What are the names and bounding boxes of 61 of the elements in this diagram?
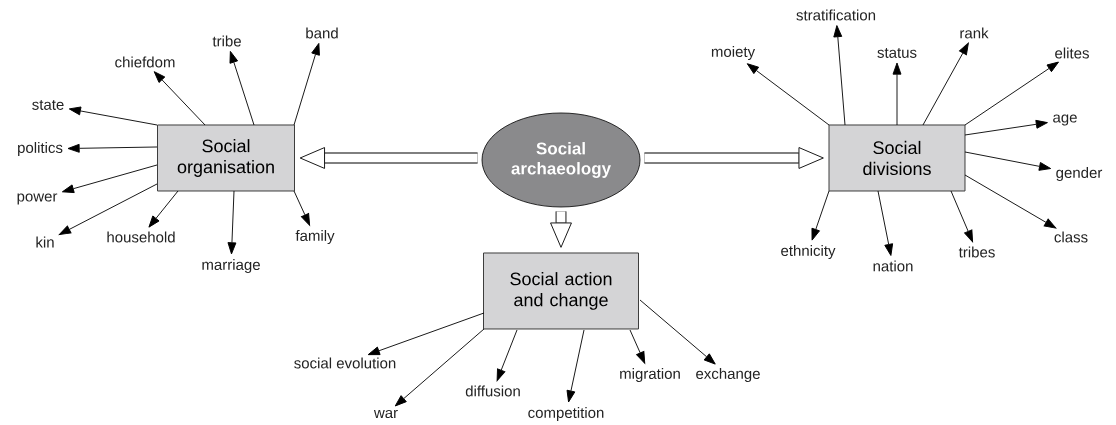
term-label: gender <box>1056 167 1103 181</box>
arrow <box>229 50 255 126</box>
term-label: diffusion <box>465 385 520 397</box>
block-arrow <box>550 211 572 248</box>
term-label: band <box>306 27 338 39</box>
term-label: state <box>32 100 64 110</box>
arrow <box>629 329 646 364</box>
term-label: nation <box>873 260 913 272</box>
arrow <box>964 174 1057 229</box>
term-label: rank <box>960 27 989 39</box>
process-box: Social action and change <box>483 252 639 330</box>
term-label: class <box>1054 231 1088 243</box>
arrow <box>68 106 158 126</box>
term-label: exchange <box>696 368 760 382</box>
arrow <box>639 299 716 365</box>
arrow <box>58 183 158 236</box>
arrow <box>811 190 830 241</box>
arrow <box>153 71 206 126</box>
arrow <box>67 143 158 153</box>
block-arrow <box>299 147 478 169</box>
arrow <box>922 42 969 126</box>
process-box: Social divisions <box>828 124 966 192</box>
term-label: migration <box>620 368 680 382</box>
term-label: status <box>877 48 917 58</box>
term-label: war <box>373 409 398 419</box>
term-label: age <box>1053 114 1077 126</box>
term-label: tribes <box>958 246 995 258</box>
arrow <box>367 312 485 356</box>
term-label: social evolution <box>294 357 396 369</box>
term-label: ethnicity <box>781 245 836 259</box>
term-label: family <box>295 230 335 244</box>
ellipse-node: Social archaeology <box>481 112 641 208</box>
process-box: Social organisation <box>157 124 295 192</box>
term-label: chiefdom <box>115 56 175 68</box>
arrow <box>950 190 974 243</box>
term-label: elites <box>1055 47 1089 59</box>
term-label: kin <box>36 236 54 248</box>
arrow <box>964 151 1052 171</box>
arrow <box>61 164 158 194</box>
arrow <box>293 190 311 226</box>
term-label: power <box>17 193 58 205</box>
term-label: competition <box>528 407 604 421</box>
arrow <box>394 328 485 407</box>
arrow <box>964 119 1048 136</box>
arrow <box>877 190 894 256</box>
arrow <box>833 25 846 126</box>
term-label: household <box>107 231 175 243</box>
term-label: marriage <box>202 259 260 273</box>
arrow <box>746 63 830 126</box>
arrow <box>293 43 320 126</box>
arrow <box>964 61 1059 126</box>
term-label: moiety <box>711 46 756 60</box>
arrow <box>892 62 902 126</box>
term-label: politics <box>18 142 63 156</box>
term-label: stratification <box>796 9 876 21</box>
block-arrow <box>644 147 824 169</box>
arrow <box>227 190 237 255</box>
arrow <box>566 329 585 403</box>
term-label: tribe <box>212 35 241 47</box>
arrow <box>496 329 518 382</box>
arrow <box>148 190 179 228</box>
